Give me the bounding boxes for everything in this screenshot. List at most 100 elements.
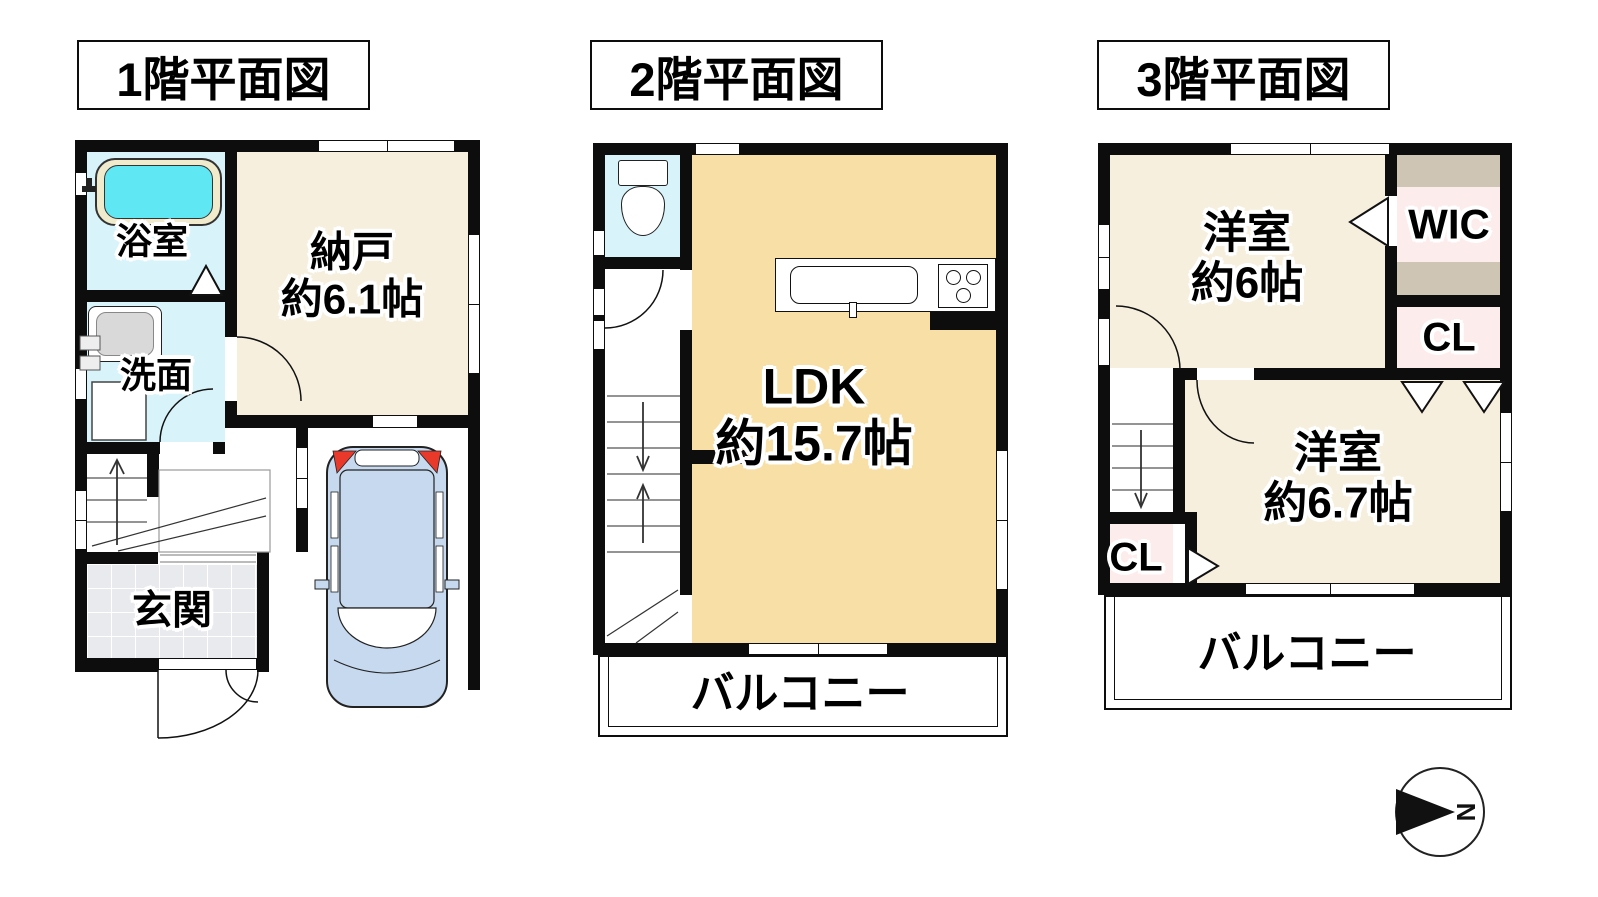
closet-lower (1110, 524, 1173, 583)
wall (1397, 295, 1512, 307)
wall (593, 143, 1008, 155)
bedroom6-size: 約6帖 (1190, 258, 1304, 307)
floor2-linework (604, 269, 680, 644)
kitchen-sink (790, 266, 918, 304)
wall (147, 447, 159, 497)
bathtub-water (104, 165, 213, 219)
stove (938, 264, 988, 308)
window (1098, 224, 1110, 290)
wall (680, 143, 692, 270)
entrance-hall (87, 564, 257, 658)
stove-burner (946, 270, 961, 285)
compass-north-label: N (1451, 803, 1481, 822)
balcony3-label: バルコニー (1197, 629, 1417, 679)
wic-shelf (1397, 262, 1500, 295)
window (996, 450, 1008, 590)
wic (1397, 187, 1500, 262)
kitchen-faucet (849, 302, 857, 318)
wall (87, 290, 225, 302)
floor1-title-box: 1階平面図 (77, 40, 370, 110)
closet-upper-label: CL (1422, 315, 1476, 360)
wall (1173, 368, 1512, 380)
ldk-label: LDK 約15.7帖 (715, 359, 912, 472)
ldk-size: 約15.7帖 (715, 415, 913, 471)
wall (593, 143, 605, 655)
stove-burner (966, 270, 981, 285)
window (75, 172, 87, 196)
wall (680, 450, 748, 464)
compass-circle (1395, 767, 1485, 857)
window (1098, 318, 1110, 366)
car-hood-line (333, 659, 441, 674)
balcony-railing (608, 657, 998, 727)
floor3-title-box: 3階平面図 (1097, 40, 1390, 110)
balcony-railing (1114, 597, 1502, 700)
stairs-winder-lines (606, 589, 679, 644)
wall (75, 552, 158, 564)
balcony2-label: バルコニー (690, 669, 910, 719)
wall (605, 257, 680, 269)
bedroom6-name: 洋室 (1202, 208, 1291, 258)
stove-burner (956, 288, 971, 303)
stairs-floor3 (1112, 423, 1173, 491)
compass: N (1395, 767, 1485, 857)
wall (1185, 517, 1197, 595)
window (593, 288, 605, 316)
window (748, 643, 888, 655)
wall (225, 415, 480, 428)
wall (1110, 512, 1197, 524)
entrance-door-frame (158, 658, 257, 670)
wall (1173, 368, 1185, 520)
window (75, 490, 87, 550)
window (1245, 583, 1415, 595)
door-opening (225, 337, 237, 401)
storage-label: 納戸 約6.1帖 (281, 229, 423, 324)
wall (930, 312, 1008, 330)
floor3-title: 3階平面図 (1136, 52, 1351, 106)
closet-upper (1397, 307, 1500, 368)
entrance-door-arc-small (225, 669, 259, 703)
door-opening (160, 442, 213, 454)
door-opening (1197, 368, 1254, 380)
stairs-winder-lines (91, 497, 267, 552)
stairs-down-arrow (1134, 430, 1148, 510)
bedroom67-label: 洋室 約6.7帖 (1263, 428, 1412, 527)
washroom-label: 洗面 (119, 354, 193, 396)
bathroom-label: 浴室 (115, 220, 189, 262)
entrance-door-arc (157, 669, 259, 739)
compass-needle-icon (1396, 789, 1455, 835)
floor2-title-box: 2階平面図 (590, 40, 883, 110)
door-opening (1385, 196, 1397, 246)
wall (1385, 143, 1397, 380)
window (372, 415, 418, 428)
bedroom6-label: 洋室 約6帖 (1191, 208, 1303, 307)
ldk-name: LDK (762, 358, 866, 415)
storage-name: 納戸 (309, 228, 395, 276)
window (468, 234, 480, 374)
window (75, 368, 87, 400)
car-windshield (337, 607, 437, 649)
floor1-title: 1階平面図 (116, 52, 331, 106)
balcony-floor2 (598, 655, 1008, 737)
window (695, 143, 740, 155)
stairs-up-arrow (109, 457, 125, 545)
door-arc (604, 269, 664, 329)
floor2-title: 2階平面図 (629, 52, 844, 106)
ldk-room (692, 155, 996, 643)
window (593, 320, 605, 350)
wash-basin-bowl (96, 312, 154, 356)
wall (75, 658, 158, 672)
window (1500, 412, 1512, 512)
wall (257, 552, 269, 672)
wall (1098, 143, 1110, 595)
window (1230, 143, 1390, 155)
car-icon (314, 446, 460, 708)
wic-label: WIC (1408, 200, 1490, 248)
bedroom67-size: 約6.7帖 (1263, 478, 1413, 527)
wall (75, 140, 87, 672)
stairs-floor2 (607, 395, 680, 553)
door-opening (680, 270, 692, 330)
stairs-down-arrow (636, 402, 650, 473)
window (318, 140, 455, 152)
